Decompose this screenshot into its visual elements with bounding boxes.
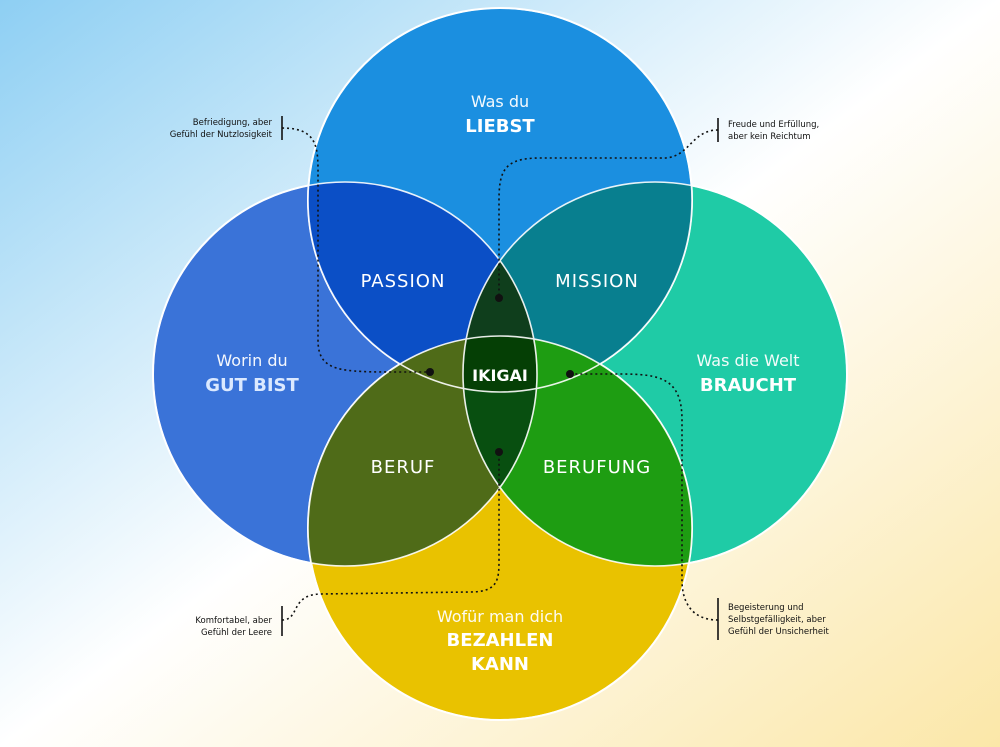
top-big-label: LIEBST — [465, 116, 535, 137]
dot-left — [426, 368, 434, 376]
right-big-label: BRAUCHT — [700, 375, 797, 396]
connector-bottom-right — [570, 373, 719, 621]
note-bottom-left-line-2: Gefühl der Leere — [201, 628, 272, 638]
connector-top-right — [498, 129, 719, 298]
mission-label: MISSION — [555, 271, 639, 292]
right-small-label: Was die Welt — [697, 351, 800, 370]
dot-right — [566, 370, 574, 378]
top-small-label: Was du — [471, 92, 529, 111]
passion-label: PASSION — [361, 271, 446, 292]
connector-top-left — [281, 127, 430, 373]
bottom-small-label: Wofür man dich — [437, 607, 563, 626]
circle-outlines — [152, 7, 848, 721]
note-top-left-line-2: Gefühl der Nutzlosigkeit — [170, 130, 273, 140]
ikigai-label: IKIGAI — [472, 366, 528, 385]
dot-bottom — [495, 448, 503, 456]
left-big-label: GUT BIST — [205, 375, 299, 396]
berufung-label: BERUFUNG — [543, 457, 651, 478]
connector-lines — [281, 127, 719, 621]
note-bottom-right-line-1: Begeisterung und — [728, 603, 804, 613]
beruf-label: BERUF — [371, 457, 436, 478]
note-brackets — [281, 116, 719, 640]
note-top-right-line-1: Freude und Erfüllung, — [728, 120, 819, 130]
bottom-big-label-2: KANN — [471, 654, 529, 675]
connector-dots — [426, 294, 574, 456]
note-bottom-left-line-1: Komfortabel, aber — [195, 616, 272, 626]
bottom-big-label-1: BEZAHLEN — [447, 630, 554, 651]
note-bottom-right-line-3: Gefühl der Unsicherheit — [728, 627, 829, 637]
note-top-right-line-2: aber kein Reichtum — [728, 132, 811, 142]
dot-top — [495, 294, 503, 302]
note-top-left-line-1: Befriedigung, aber — [193, 118, 273, 128]
left-small-label: Worin du — [216, 351, 287, 370]
note-bottom-right-line-2: Selbstgefälligkeit, aber — [728, 615, 826, 625]
